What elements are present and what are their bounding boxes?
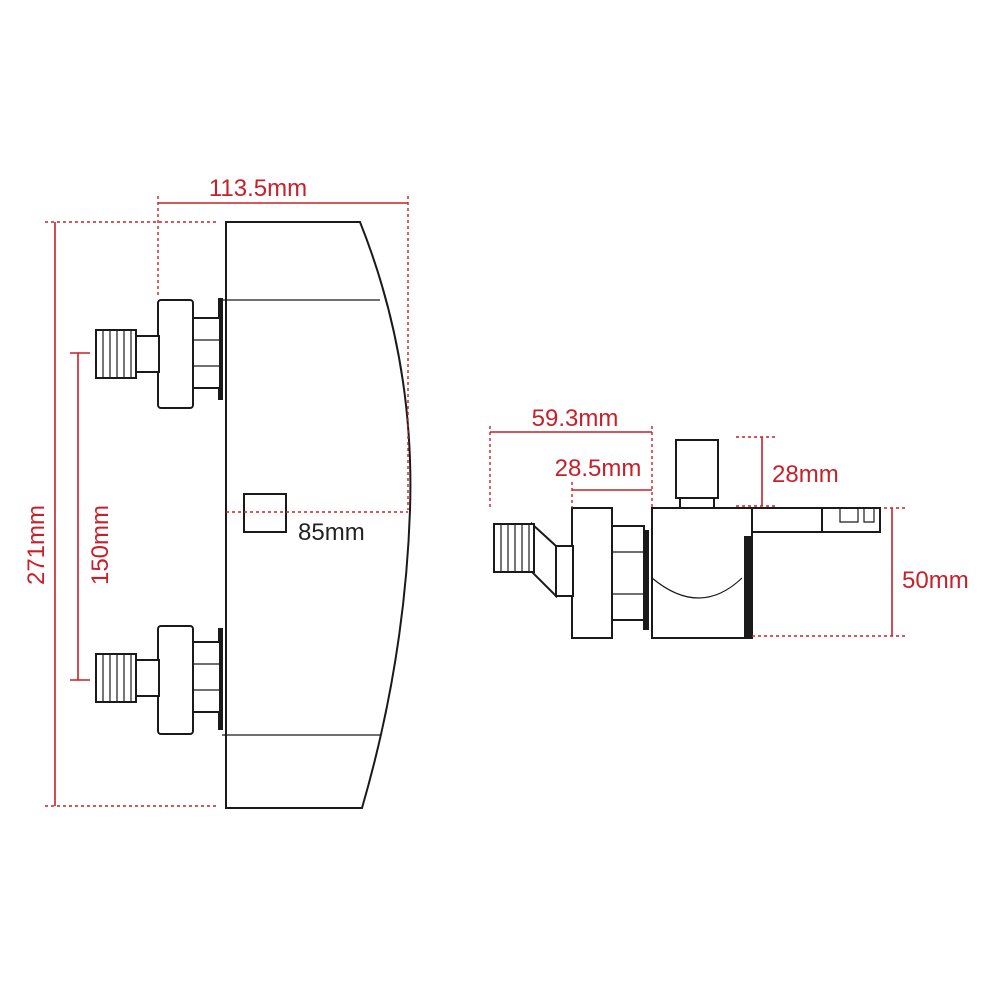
front-body-outline [225,221,412,809]
side-body-height-label: 50mm [902,567,969,594]
side-body-gasket [744,536,751,638]
dimension-side-depth: 59.3mm [489,405,653,508]
side-body-curve [651,577,743,599]
side-thread-lines [500,524,530,572]
front-depth-label: 85mm [298,519,365,546]
lower-inlet-fitting [95,625,223,735]
side-top-handle-base [679,497,715,509]
side-hex-nut [611,525,645,621]
upper-inlet-fitting [95,298,223,409]
lower-inlet-thread [95,653,137,703]
dimension-front-width: 113.5mm [157,175,409,510]
lower-inlet-flange [157,625,194,735]
side-view: 59.3mm 28.5mm 28mm 50mm [489,405,969,639]
inlet-spacing-label: 150mm [87,505,114,585]
dimension-side-handle: 28mm [736,436,839,507]
lower-inlet-thread-lines [102,654,132,702]
side-cone [531,521,557,599]
upper-inlet-thread [95,329,137,379]
upper-inlet-neck [133,335,160,373]
dimension-front-height: 271mm [23,221,218,807]
front-height-label: 271mm [23,505,50,585]
side-spout-bar [749,507,823,533]
front-view: 113.5mm 271mm 150mm 85mm [23,175,412,809]
side-spout-tip [821,507,881,533]
side-flange [571,507,613,639]
upper-inlet-hex-nut [191,317,221,389]
dimension-side-body-height: 50mm [752,507,969,637]
lower-inlet-hex-nut [191,641,221,713]
side-inlet-depth-label: 28.5mm [555,455,642,482]
side-spout-notch [839,508,875,523]
dimension-inlet-spacing: 150mm [70,352,114,681]
front-center-knob [243,493,287,533]
side-neck [555,545,574,597]
front-width-label: 113.5mm [209,175,307,202]
side-inlet-gasket [643,530,649,630]
upper-inlet-thread-lines [102,330,132,378]
dimension-side-inlet-depth: 28.5mm [555,455,652,508]
side-main-body [651,507,753,639]
side-handle-label: 28mm [772,461,839,488]
upper-inlet-flange [157,299,194,409]
side-thread [493,523,535,573]
lower-inlet-neck [133,659,160,697]
side-depth-label: 59.3mm [532,405,619,432]
dimension-front-depth: 85mm [226,511,408,546]
side-top-handle [675,439,719,499]
